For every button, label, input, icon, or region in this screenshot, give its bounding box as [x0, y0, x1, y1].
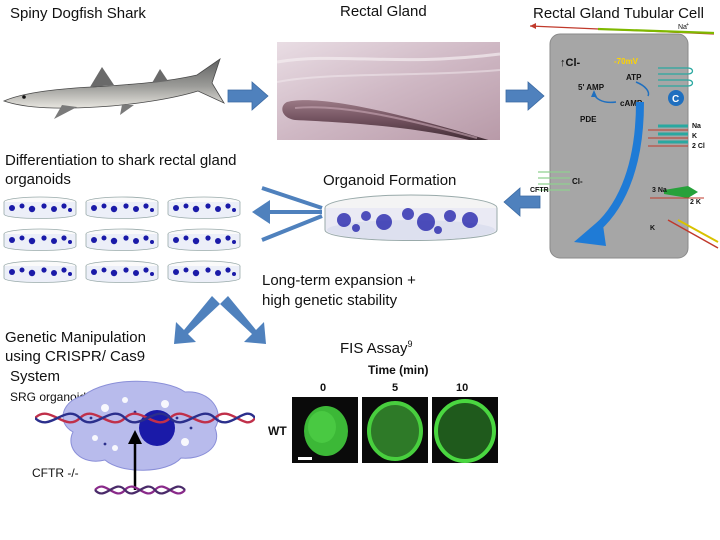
- nkcc-transporter: [658, 124, 688, 144]
- cl-out-label: Cl-: [572, 177, 583, 186]
- differentiation-title-line1: Differentiation to shark rectal gland: [5, 152, 237, 169]
- fis-row-label: WT: [268, 424, 287, 438]
- fis-image-strip: [292, 397, 498, 463]
- cl-label: ↑Cl-: [560, 57, 581, 69]
- pka-badge: [668, 90, 684, 106]
- svg-text:+: +: [686, 22, 689, 28]
- differentiation-title-line2: organoids: [5, 171, 71, 188]
- fis-time-label: Time (min): [368, 363, 429, 377]
- tubular-cell-title: Rectal Gland Tubular Cell: [533, 5, 704, 22]
- fis-time-5: 5: [392, 382, 399, 394]
- genetic-title-line3: System: [10, 368, 61, 385]
- dna-helix-top: [35, 412, 255, 424]
- differentiation-dish-grid: [3, 196, 241, 283]
- na-k-pump: [664, 186, 698, 198]
- genetic-title-line2: using CRISPR/ Cas9: [5, 348, 146, 365]
- arrow-shark-to-gland: [227, 81, 269, 111]
- petri-dish: [3, 196, 77, 219]
- fis-assay-title: FIS Assay9: [340, 339, 413, 357]
- genetic-title-line1: Genetic Manipulation: [5, 329, 146, 346]
- nkcc-cl-label: 2 Cl: [692, 143, 705, 150]
- fis-time-0: 0: [320, 382, 327, 394]
- svg-text:C: C: [672, 94, 679, 105]
- arrow-split: [174, 296, 266, 344]
- fis-reference-superscript: 9: [407, 339, 413, 349]
- dogfish-shark-image: [2, 57, 226, 119]
- k-channel-label: K: [650, 225, 655, 232]
- pump-na-label: 3 Na: [652, 187, 667, 194]
- pde-label: PDE: [580, 115, 597, 124]
- organoid-formation-title: Organoid Formation: [323, 172, 457, 189]
- cftr-label: CFTR: [530, 187, 549, 194]
- pump-k-label: 2 K: [690, 199, 701, 206]
- scale-bar: [298, 457, 312, 460]
- na-top-label: Na: [678, 24, 687, 31]
- cftr-knockout-label: CFTR -/-: [32, 466, 79, 480]
- atp-label: ATP: [626, 73, 642, 82]
- rectal-gland-photo: [277, 42, 500, 140]
- arrow-gland-to-cell: [505, 81, 545, 111]
- shark-title: Spiny Dogfish Shark: [10, 5, 146, 22]
- rectal-gland-title: Rectal Gland: [340, 3, 427, 20]
- expansion-line1: Long-term expansion +: [262, 272, 416, 289]
- dna-helix-bottom: [94, 485, 186, 495]
- fis-time-10: 10: [456, 382, 469, 394]
- k-channel-arrow: [667, 219, 719, 249]
- arrow-fan-head: [252, 200, 270, 224]
- crispr-organoid-diagram: [35, 380, 255, 495]
- organoid-dish: [324, 194, 498, 241]
- cftr-channel: [538, 171, 570, 191]
- membrane-potential: -70mV: [614, 57, 639, 66]
- camp-label: cAMP: [620, 99, 643, 108]
- srg-organoid-label: SRG organoid: [10, 390, 87, 404]
- tubular-cell-diagram: Na + ↑Cl- -70mV ATP 5' AMP cAMP PDE C Na…: [529, 22, 719, 259]
- expansion-line2: high genetic stability: [262, 292, 398, 309]
- nkcc-k-label: K: [692, 133, 697, 140]
- arrow-cell-to-organoid: [503, 187, 541, 217]
- arrow-fan-to-dishes: [261, 186, 323, 242]
- nkcc-na-label: Na: [692, 123, 701, 130]
- receptor-icon: [658, 67, 694, 87]
- organoid-cluster: [337, 208, 478, 234]
- five-amp-label: 5' AMP: [578, 83, 605, 92]
